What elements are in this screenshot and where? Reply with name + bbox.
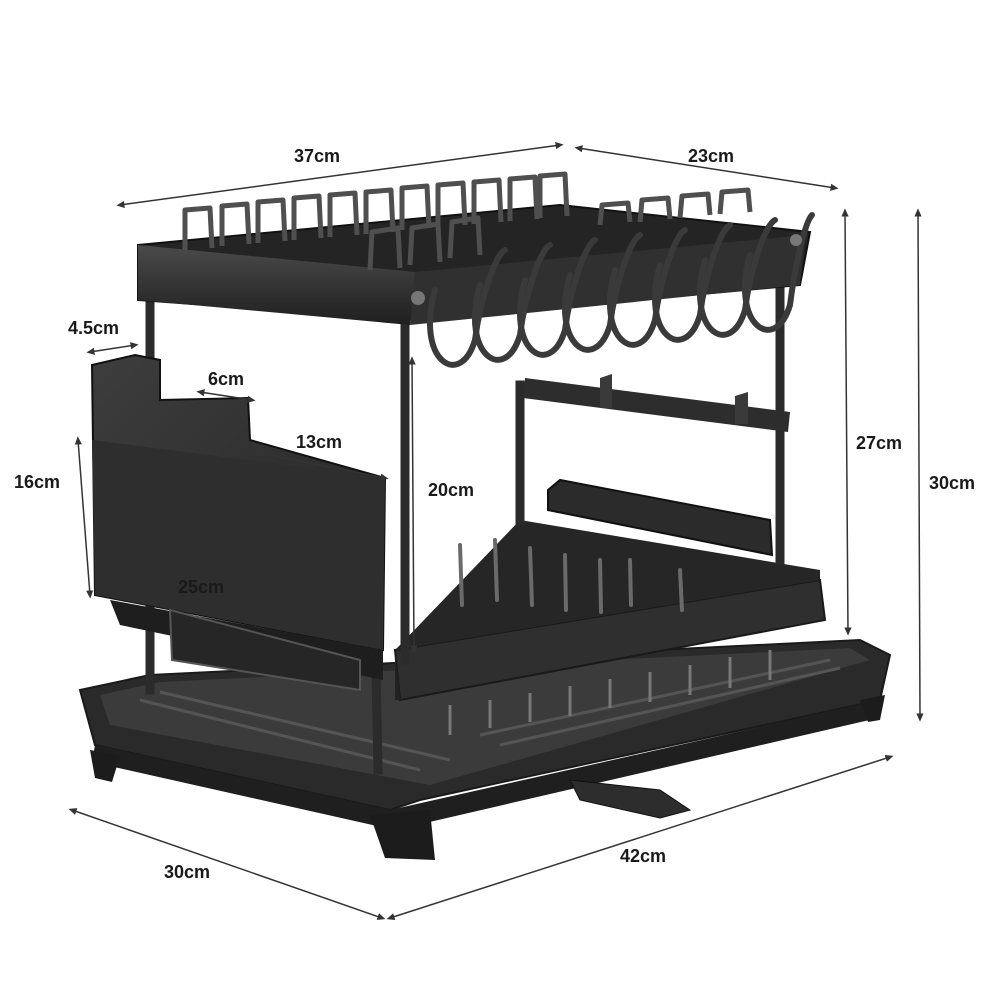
- dimension-line-total-height: [914, 208, 924, 722]
- lower-basket-wires: [458, 538, 684, 614]
- label-holder-width: 25cm: [178, 577, 225, 597]
- rack-bolt: [790, 234, 802, 246]
- utensil-holder: [90, 353, 387, 692]
- dimension-line-holder-length: [251, 449, 389, 481]
- label-top-depth: 23cm: [688, 146, 735, 166]
- drip-tray: [78, 638, 892, 860]
- dimension-line-top-width: [116, 142, 564, 208]
- lower-basket: [393, 520, 827, 735]
- dimension-line-base-depth: [68, 808, 386, 920]
- label-inner-height: 20cm: [428, 480, 475, 500]
- label-holder-gap: 4.5cm: [68, 318, 120, 338]
- label-top-width: 37cm: [294, 146, 341, 166]
- dimension-lines: [68, 142, 924, 921]
- dimension-line-base-width: [386, 754, 894, 921]
- label-holder-slot: 6cm: [208, 369, 245, 389]
- upper-rack: [137, 171, 815, 557]
- board-holder: [547, 478, 774, 557]
- label-total-height: 30cm: [929, 473, 976, 493]
- dimension-line-top-depth: [574, 145, 839, 191]
- label-base-width: 42cm: [620, 846, 667, 866]
- label-base-depth: 30cm: [164, 862, 211, 882]
- dimension-line-holder-height: [74, 436, 94, 599]
- label-holder-length: 13cm: [296, 432, 343, 452]
- dimension-line-upper-height: [841, 208, 852, 636]
- lower-basket-legs: [448, 650, 772, 735]
- rack-bolt: [411, 291, 425, 305]
- dimension-line-holder-gap: [86, 342, 139, 355]
- dimension-line-holder-slot: [196, 389, 256, 403]
- hanging-bar: [523, 378, 790, 432]
- label-holder-height: 16cm: [14, 472, 61, 492]
- cup-hooks: [427, 212, 815, 368]
- dimension-line-inner-height: [408, 356, 418, 654]
- label-upper-height: 27cm: [856, 433, 903, 453]
